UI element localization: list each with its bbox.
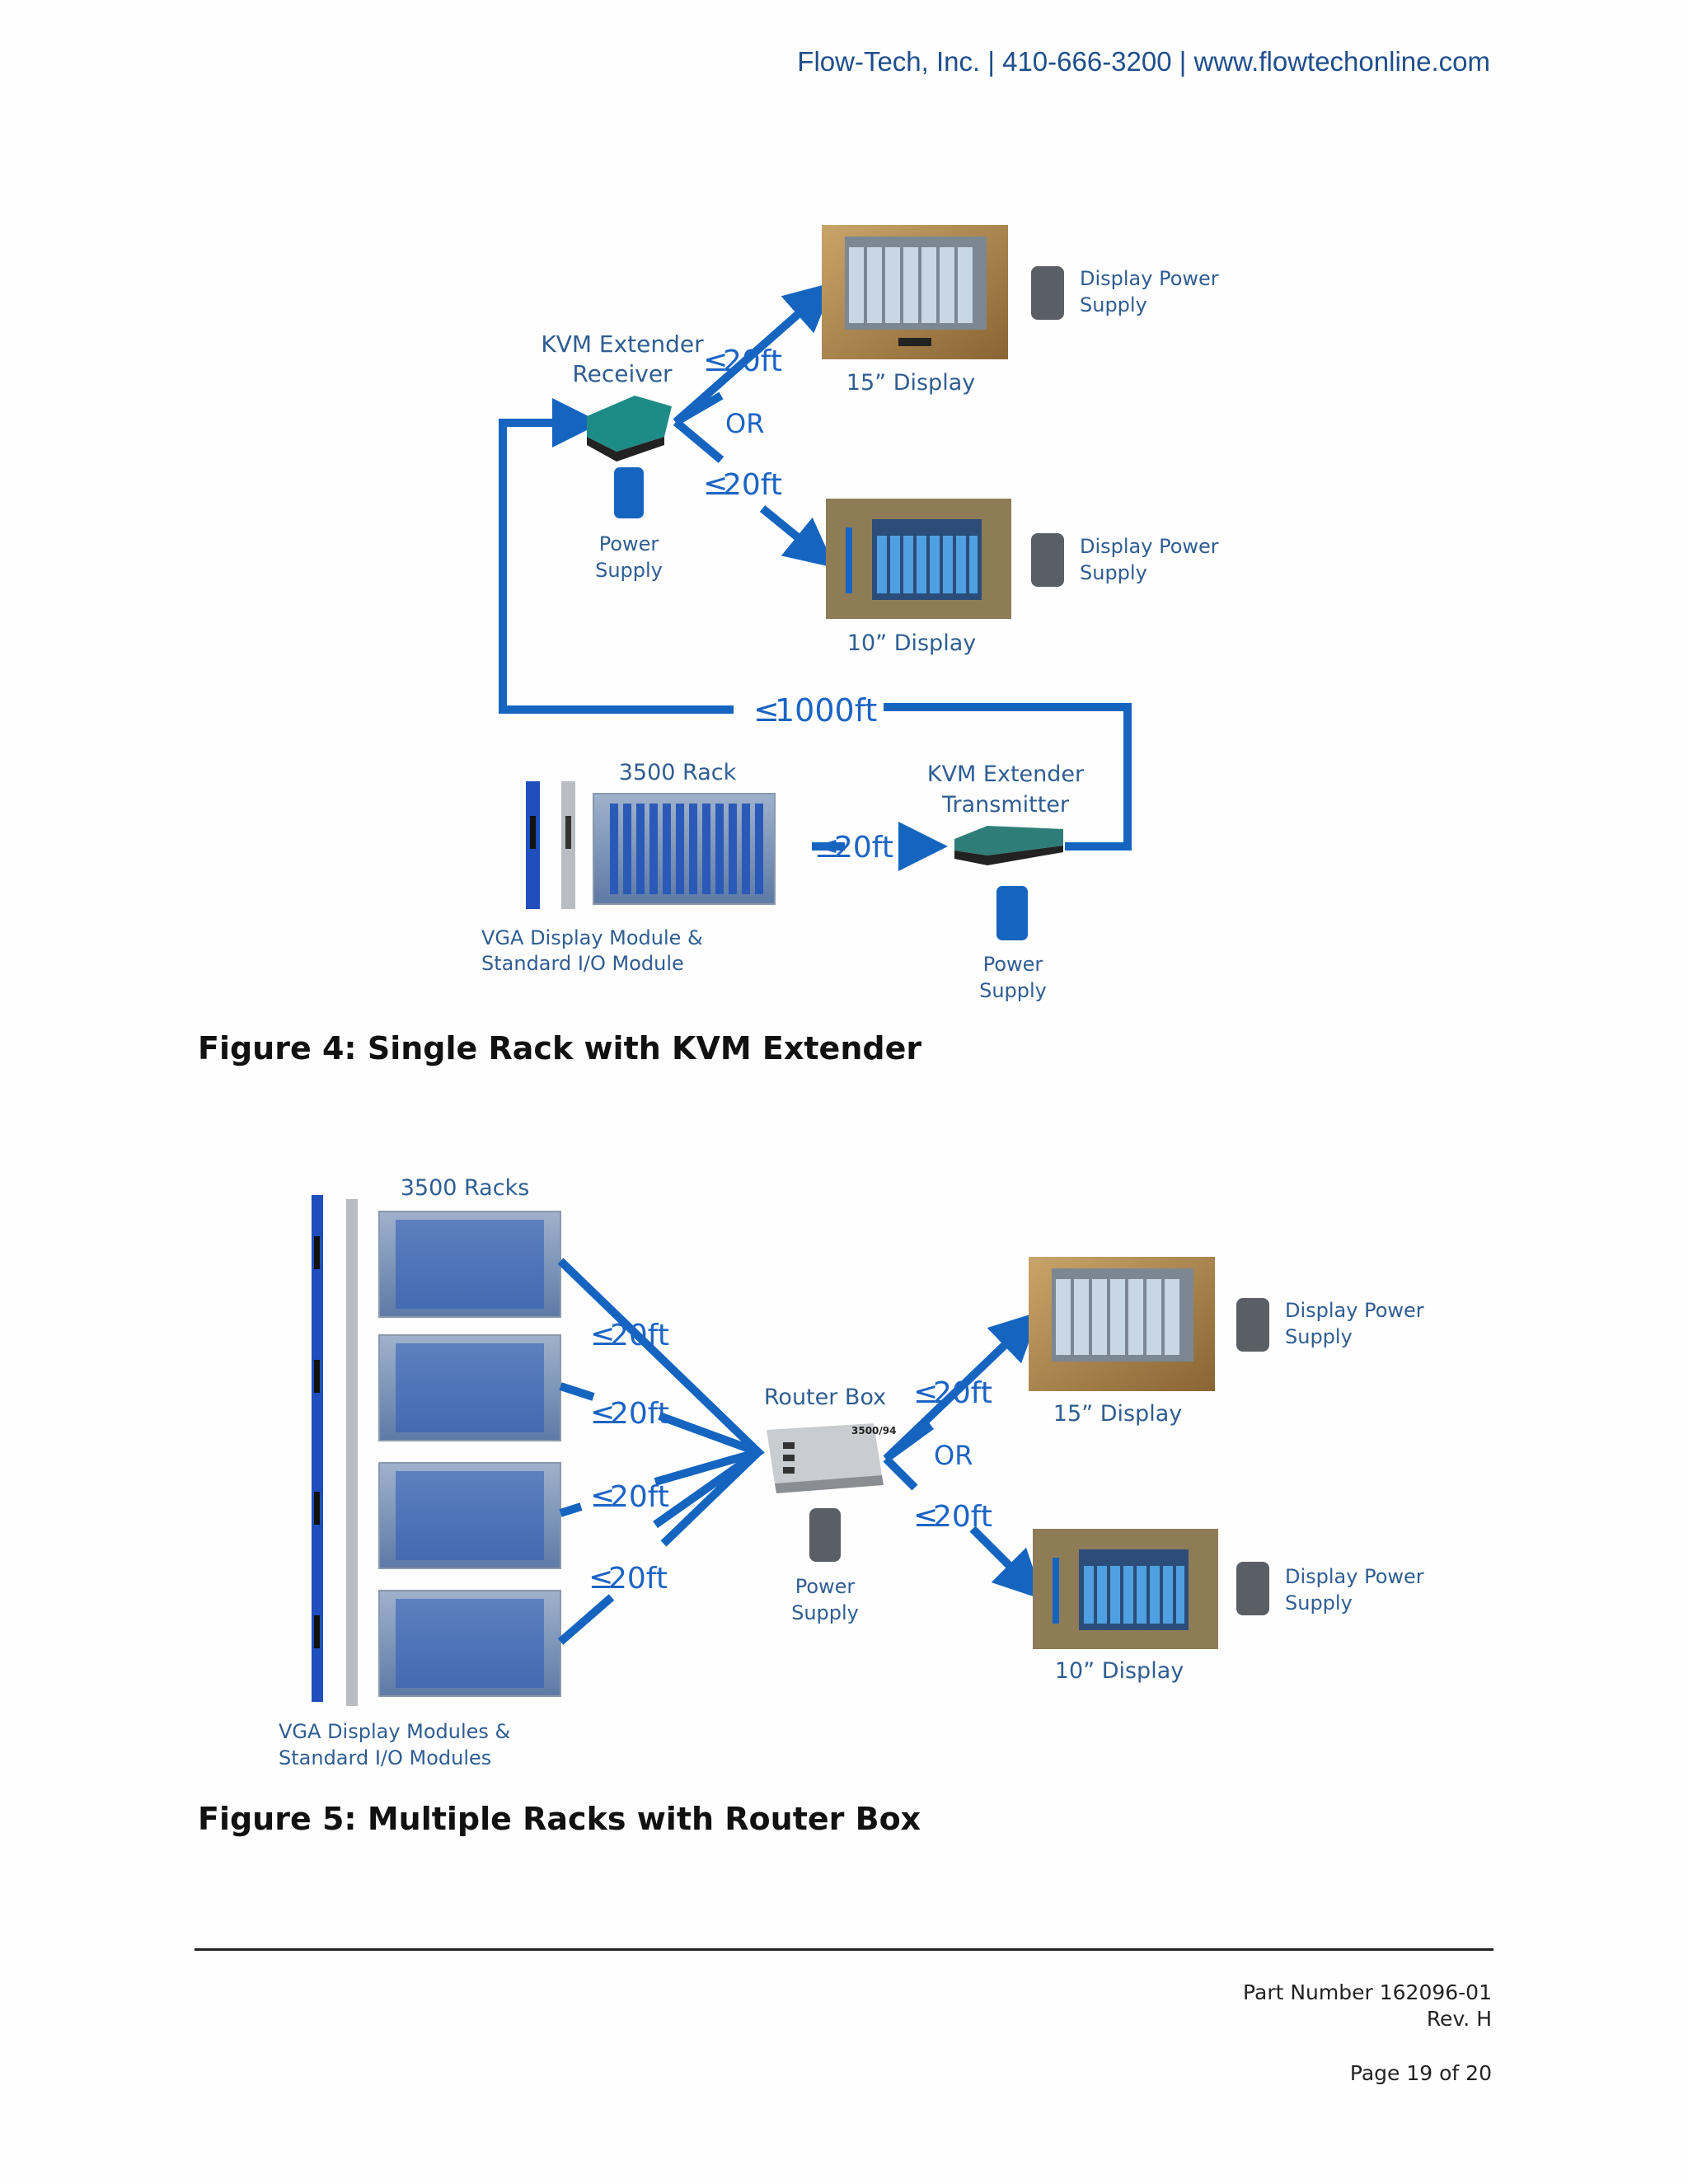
svg-text:≤: ≤ [814,831,839,865]
svg-text:20ft: 20ft [610,1319,669,1352]
display-15-label: 15” Display [1053,1401,1182,1427]
distance-top-label: ≤ 20ft [703,344,782,378]
revision: Rev. H [1426,2007,1492,2031]
receiver-power-supply-label-2: Supply [595,559,663,582]
part-number: Part Number 162096-01 [1243,1980,1492,2004]
display-power-supply-1-label: Display Power [1080,267,1219,290]
vga-module-label-2: Standard I/O Module [481,952,684,975]
display-power-supply-1-label: Display Power [1285,1299,1424,1322]
page-header: Flow-Tech, Inc. | 410-666-3200 | www.flo… [797,46,1490,77]
svg-text:≤: ≤ [753,692,780,729]
svg-text:20ft: 20ft [610,1480,669,1514]
svg-text:≤: ≤ [703,468,728,502]
kvm-transmitter-label-2: Transmitter [941,792,1070,818]
display-10-label: 10” Display [847,630,976,656]
router-branch-arrows [883,1311,1044,1601]
svg-text:20ft: 20ft [610,1397,669,1431]
page-number: Page 19 of 20 [1349,2061,1492,2085]
svg-text:≤: ≤ [590,1319,615,1352]
or-label: OR [934,1440,973,1471]
display-15-image [822,225,1008,359]
distance-bottom-label: ≤ 20ft [703,468,782,502]
router-power-supply-icon [809,1508,841,1562]
rack-label: 3500 Rack [619,760,737,785]
kvm-receiver-device [587,396,672,462]
display-10-image [826,499,1011,619]
figure-5-diagram: 3500 Racks ≤ 20ft ≤ 20ft ≤ 20ft ≤ 20ft R… [264,1158,1434,1780]
transmitter-power-supply-label-2: Supply [979,979,1047,1002]
figure-5-caption: Figure 5: Multiple Racks with Router Box [198,1801,921,1837]
svg-text:20ft: 20ft [723,344,782,378]
display-power-supply-2-icon [1236,1562,1269,1615]
svg-text:≤: ≤ [703,344,728,378]
or-label: OR [725,408,764,439]
svg-text:20ft: 20ft [723,468,782,502]
svg-text:20ft: 20ft [834,831,893,865]
svg-text:20ft: 20ft [608,1562,668,1596]
svg-text:≤: ≤ [913,1376,938,1410]
svg-text:≤: ≤ [913,1500,938,1534]
display-power-supply-1-icon [1236,1298,1269,1352]
distance-long-label: ≤ 1000ft [753,692,877,729]
svg-text:≤: ≤ [588,1562,613,1596]
distance-rack-label: ≤ 20ft [814,831,893,865]
distance-rack-3-label: ≤ 20ft [590,1480,669,1514]
kvm-transmitter-device [954,826,1063,865]
receiver-branch-arrows [673,282,836,568]
distance-bottom-label: ≤ 20ft [913,1500,992,1534]
footer-part-info: Part Number 162096-01 Rev. H [1243,1980,1492,2032]
router-power-supply-label: Power [795,1575,856,1598]
svg-text:1000ft: 1000ft [775,692,877,729]
distance-rack-1-label: ≤ 20ft [590,1319,669,1352]
display-15-image [1029,1257,1215,1391]
display-power-supply-1-label-2: Supply [1285,1325,1353,1348]
svg-text:≤: ≤ [590,1480,615,1514]
display-power-supply-2-label-2: Supply [1285,1591,1353,1615]
vga-modules-label-2: Standard I/O Modules [279,1746,491,1769]
transmitter-power-supply-label: Power [983,953,1043,976]
display-power-supply-2-label-2: Supply [1080,561,1147,584]
vga-and-io-modules-image [526,781,575,909]
kvm-receiver-label: KVM Extender [541,330,704,358]
distance-rack-2-label: ≤ 20ft [590,1397,669,1431]
display-power-supply-2-label: Display Power [1285,1565,1424,1588]
svg-text:20ft: 20ft [933,1500,992,1534]
connection-loop-line [499,398,1132,851]
display-power-supply-2-icon [1031,533,1064,587]
rack-3500-image [593,793,776,905]
receiver-power-supply-label: Power [599,532,659,555]
footer-divider [195,1948,1493,1951]
router-box-label: Router Box [764,1385,886,1410]
vga-modules-label: VGA Display Modules & [279,1720,510,1743]
display-power-supply-1-label-2: Supply [1080,293,1147,316]
rack-to-router-lines [557,1258,765,1645]
figure-4-caption: Figure 4: Single Rack with KVM Extender [198,1030,922,1066]
distance-top-label: ≤ 20ft [913,1376,992,1410]
receiver-power-supply-icon [614,467,644,518]
router-model-label: 3500/94 [851,1425,896,1436]
vga-module-label: VGA Display Module & [481,926,703,949]
svg-text:≤: ≤ [590,1397,615,1431]
display-power-supply-1-icon [1031,266,1064,320]
transmitter-power-supply-icon [996,886,1028,940]
figure-4-diagram: KVM Extender Receiver ≤ 20ft OR ≤ 20ft 1… [462,210,1245,1018]
display-power-supply-2-label: Display Power [1080,535,1219,558]
vga-and-io-modules-stack [312,1195,358,1706]
kvm-receiver-label-2: Receiver [572,360,673,387]
kvm-transmitter-label: KVM Extender [927,762,1085,787]
svg-text:20ft: 20ft [933,1376,992,1410]
router-box-image [767,1423,884,1493]
display-10-label: 10” Display [1055,1658,1184,1684]
router-power-supply-label-2: Supply [791,1601,859,1624]
display-15-label: 15” Display [846,370,975,396]
display-10-image [1033,1529,1218,1649]
racks-label: 3500 Racks [401,1175,530,1201]
distance-rack-4-label: ≤ 20ft [588,1562,668,1596]
